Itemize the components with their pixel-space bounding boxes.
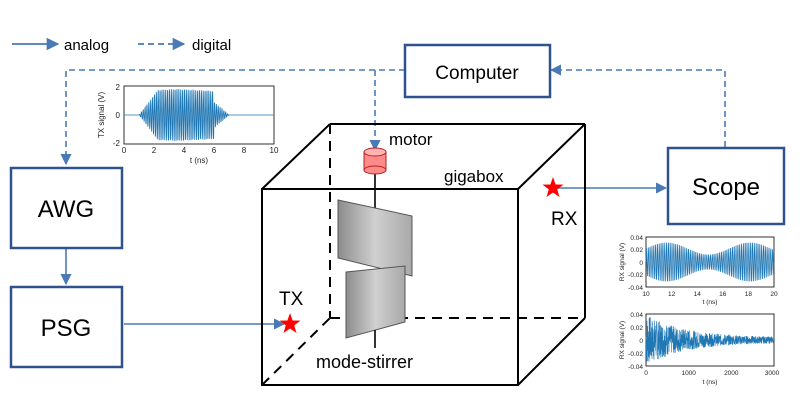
tx-xtick: 10 [270, 146, 279, 155]
rx-zoom-xtick: 16 [719, 291, 727, 298]
tx-signal-chart: 2 0 -2 0 2 4 6 8 10 t (ns) TX signal (V) [97, 83, 279, 165]
rx-full-ytick: 0 [639, 338, 643, 345]
rx-zoom-ylabel: RX signal (V) [619, 243, 626, 281]
scope-to-computer-link [549, 64, 726, 147]
rx-full-ytick: 0.04 [630, 312, 643, 319]
rx-full-xtick: 2000 [724, 370, 739, 377]
scope-label: Scope [692, 174, 760, 201]
legend: analog digital [12, 37, 231, 54]
stirrer-paddle-lower [345, 265, 406, 339]
psg-label: PSG [41, 315, 92, 342]
motor-label: motor [389, 130, 433, 149]
computer-to-awg-link [60, 69, 405, 166]
motor-icon [363, 147, 387, 175]
gigabox-cube [261, 123, 586, 386]
analog-links [60, 182, 668, 330]
rx-full-ytick: -0.04 [628, 364, 643, 371]
rx-full-signal-series [645, 317, 775, 362]
scope-block: Scope [666, 146, 786, 226]
rx-full-xtick: 0 [644, 370, 648, 377]
rx-zoom-chart: 0.04 0.02 0 -0.02 -0.04 10 12 14 16 18 2… [619, 235, 778, 306]
mode-stirrer-label: mode-stirrer [316, 352, 413, 372]
cube-top-left-edge [261, 123, 331, 190]
rx-full-ytick: -0.02 [628, 351, 643, 358]
rx-zoom-signal-series [645, 242, 775, 282]
computer-block: Computer [403, 43, 552, 99]
tx-xtick: 4 [182, 146, 187, 155]
awg-block: AWG [9, 166, 124, 250]
legend-digital-label: digital [192, 37, 231, 54]
tx-xticks: 0 2 4 6 8 10 [122, 146, 279, 155]
tx-ytick-bottom: -2 [113, 139, 121, 148]
rx-zoom-xtick: 20 [770, 291, 778, 298]
rx-full-chart: 0.04 0.02 0 -0.02 -0.04 0 1000 2000 3000… [619, 312, 780, 386]
rx-full-ytick: 0.02 [630, 325, 643, 332]
mode-stirrer [337, 172, 413, 348]
rx-label: RX [551, 209, 578, 230]
rx-full-xtick: 3000 [765, 370, 780, 377]
tx-ylabel: TX signal (V) [97, 92, 106, 139]
rx-zoom-ytick: 0.04 [630, 235, 643, 242]
rx-zoom-ytick: -0.02 [628, 272, 643, 279]
tx-signal-series [124, 88, 274, 142]
rx-zoom-ytick: 0.02 [630, 247, 643, 254]
rx-antenna-star-icon [542, 177, 564, 197]
rx-full-xlabel: t (ns) [703, 379, 718, 386]
rx-zoom-xtick: 18 [745, 291, 753, 298]
rx-zoom-xtick: 10 [642, 291, 650, 298]
cube-bottom-right-edge [517, 317, 586, 386]
rx-full-ylabel: RX signal (V) [619, 321, 626, 359]
tx-ytick-top: 2 [116, 83, 121, 92]
rx-full-xtick: 1000 [681, 370, 696, 377]
awg-label: AWG [38, 196, 94, 223]
rx-zoom-ytick: 0 [639, 260, 643, 267]
tx-xtick: 8 [242, 146, 247, 155]
legend-analog-label: analog [64, 37, 109, 54]
cube-top-right-edge [517, 123, 586, 190]
tx-label: TX [279, 289, 304, 310]
gigabox-label: gigabox [444, 167, 504, 186]
tx-ytick-mid: 0 [116, 111, 121, 120]
rx-zoom-xtick: 14 [694, 291, 702, 298]
rx-zoom-xtick: 12 [668, 291, 676, 298]
psg-block: PSG [9, 285, 124, 369]
digital-links [60, 64, 726, 166]
tx-xtick: 0 [122, 146, 127, 155]
tx-xtick: 2 [152, 146, 157, 155]
tx-xlabel: t (ns) [190, 156, 209, 165]
stirrer-paddle-upper [337, 199, 413, 277]
rx-zoom-xlabel: t (ns) [703, 299, 718, 306]
tx-antenna-star-icon [279, 313, 301, 333]
tx-xtick: 6 [212, 146, 217, 155]
rx-zoom-ytick: -0.04 [628, 285, 643, 292]
computer-label: Computer [435, 63, 519, 84]
